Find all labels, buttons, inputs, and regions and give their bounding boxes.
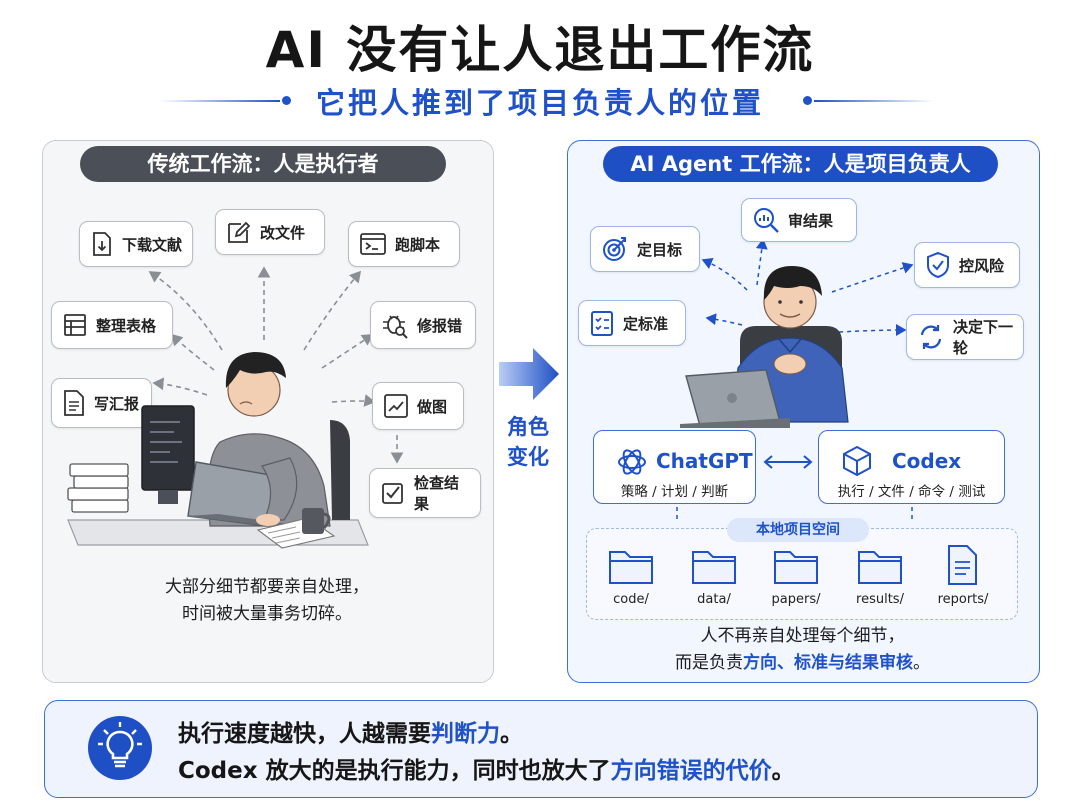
magnifier-chart-icon	[754, 208, 779, 233]
chatgpt-description: 策略 / 计划 / 判断	[620, 484, 729, 500]
executor-person-illustration	[67, 352, 369, 549]
task-label: 写汇报	[94, 394, 140, 413]
page-subtitle: 它把人推到了项目负责人的位置	[315, 86, 764, 120]
task-label: 跑脚本	[395, 235, 441, 254]
folder-label-results: results/	[856, 592, 904, 607]
task-make-charts: 做图	[372, 382, 464, 430]
takeaway-line1-prefix: 执行速度越快，人越需要	[178, 721, 431, 747]
ai-agent-workflow-title: AI Agent 工作流：人是项目负责人	[603, 146, 998, 182]
task-set-goals: 定目标	[590, 226, 700, 272]
task-label: 决定下一轮	[953, 318, 1014, 357]
task-label: 做图	[417, 397, 448, 416]
chatgpt-name: ChatGPT	[656, 449, 753, 473]
takeaway-line1-suffix: 。	[500, 721, 523, 747]
role-change-line2: 变化	[507, 445, 549, 469]
takeaway-line2-highlight: 方向错误的代价	[610, 758, 772, 784]
task-write-report: 写汇报	[51, 378, 152, 428]
codex-name: Codex	[892, 449, 962, 473]
task-label: 审结果	[788, 211, 834, 230]
cube-icon	[843, 445, 871, 477]
task-run-scripts: 跑脚本	[348, 221, 460, 267]
ai-agent-caption-line2: 而是负责方向、标准与结果审核。	[580, 650, 1025, 677]
traditional-caption-line2: 时间被大量事务切碎。	[182, 604, 352, 624]
task-download-papers: 下载文献	[79, 221, 193, 267]
openai-logo-icon	[618, 449, 646, 475]
folder-icon	[609, 551, 653, 584]
task-control-risk: 控风险	[914, 242, 1020, 288]
traditional-caption-line1: 大部分细节都要亲自处理，	[165, 577, 369, 597]
task-label: 整理表格	[96, 316, 157, 335]
project-lead-person-illustration	[680, 266, 849, 428]
caption-suffix: 。	[913, 653, 930, 673]
task-label: 下载文献	[122, 235, 183, 254]
task-label: 修报错	[417, 316, 463, 335]
checklist-icon	[591, 311, 613, 336]
role-change-label: 角色 变化	[503, 412, 553, 472]
task-label: 改文件	[260, 223, 306, 242]
cycle-arrows-icon	[920, 325, 942, 349]
task-check-results: 检查结果	[369, 468, 481, 518]
takeaway-banner	[44, 700, 1038, 798]
task-edit-files: 改文件	[215, 209, 325, 255]
table-icon	[64, 314, 86, 336]
folder-icon	[692, 551, 736, 584]
page-title: AI 没有让人退出工作流	[265, 21, 815, 79]
task-label: 检查结果	[414, 474, 460, 513]
report-document-icon	[64, 390, 84, 416]
folder-label-data: data/	[697, 592, 731, 607]
task-label: 定目标	[637, 240, 683, 259]
task-decide-next-round: 决定下一轮	[906, 314, 1024, 360]
takeaway-line1: 执行速度越快，人越需要判断力。	[178, 714, 523, 748]
task-set-standards: 定标准	[578, 300, 686, 346]
takeaway-line2-prefix: Codex 放大的是执行能力，同时也放大了	[178, 758, 611, 784]
chatgpt-tool-card	[593, 430, 756, 504]
target-icon	[603, 237, 626, 261]
task-label: 定标准	[623, 314, 669, 333]
report-file-icon	[948, 545, 977, 585]
workspace-label: 本地项目空间	[727, 518, 869, 542]
codex-description: 执行 / 文件 / 命令 / 测试	[837, 484, 986, 500]
checkbox-icon	[382, 483, 403, 504]
line-chart-icon	[384, 394, 408, 418]
pencil-edit-icon	[228, 221, 251, 243]
bidirectional-arrow-icon	[763, 455, 813, 469]
folder-icon	[774, 551, 818, 584]
folder-icon	[858, 551, 902, 584]
folder-label-reports: reports/	[937, 592, 989, 607]
traditional-workflow-title: 传统工作流：人是执行者	[80, 146, 446, 182]
task-organize-tables: 整理表格	[51, 301, 173, 349]
terminal-icon	[360, 233, 386, 255]
lightbulb-icon	[88, 716, 152, 780]
task-review-results: 审结果	[741, 198, 857, 242]
task-fix-errors: 修报错	[370, 301, 476, 349]
bug-icon	[383, 315, 408, 339]
codex-tool-card	[818, 430, 1005, 504]
takeaway-line1-highlight: 判断力	[431, 721, 500, 747]
folder-label-code: code/	[613, 592, 649, 607]
task-arrows-right	[676, 238, 914, 520]
ai-agent-caption-line1: 人不再亲自处理每个细节，	[700, 626, 905, 646]
caption-prefix: 而是负责	[675, 653, 743, 673]
task-arrows-left	[148, 266, 404, 464]
subtitle-rule-right	[814, 100, 934, 102]
ai-agent-caption: 人不再亲自处理每个细节， 而是负责方向、标准与结果审核。	[580, 623, 1025, 677]
role-change-line1: 角色	[507, 415, 549, 439]
takeaway-line2-suffix: 。	[771, 758, 795, 784]
subtitle-dot-right	[803, 96, 812, 105]
document-download-icon	[93, 232, 111, 256]
task-label: 控风险	[959, 256, 1005, 275]
folder-label-papers: papers/	[771, 592, 821, 607]
shield-check-icon	[927, 251, 949, 279]
subtitle-dot-left	[282, 96, 291, 105]
takeaway-line2: Codex 放大的是执行能力，同时也放大了方向错误的代价。	[178, 751, 795, 785]
role-change-arrow-icon	[499, 348, 559, 400]
subtitle-rule-left	[160, 100, 280, 102]
traditional-caption: 大部分细节都要亲自处理， 时间被大量事务切碎。	[60, 574, 474, 628]
caption-highlight: 方向、标准与结果审核	[743, 653, 913, 673]
